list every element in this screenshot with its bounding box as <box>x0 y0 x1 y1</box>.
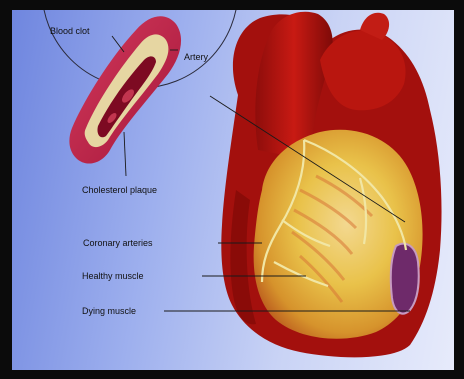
label-blood-clot: Blood clot <box>50 26 90 36</box>
label-coronary-arteries: Coronary arteries <box>83 238 153 248</box>
label-dying-muscle: Dying muscle <box>82 306 136 316</box>
label-cholesterol-plaque: Cholesterol plaque <box>82 185 157 195</box>
diagram-panel: Blood clot Artery Cholesterol plaque Cor… <box>12 10 454 370</box>
label-healthy-muscle: Healthy muscle <box>82 271 144 281</box>
plaque-pointer <box>124 132 126 176</box>
label-artery: Artery <box>184 52 208 62</box>
blood-clot-pointer <box>112 36 124 52</box>
dying-muscle-area <box>391 244 419 314</box>
heart-illustration <box>12 10 454 370</box>
artery-cross-section <box>69 16 181 163</box>
